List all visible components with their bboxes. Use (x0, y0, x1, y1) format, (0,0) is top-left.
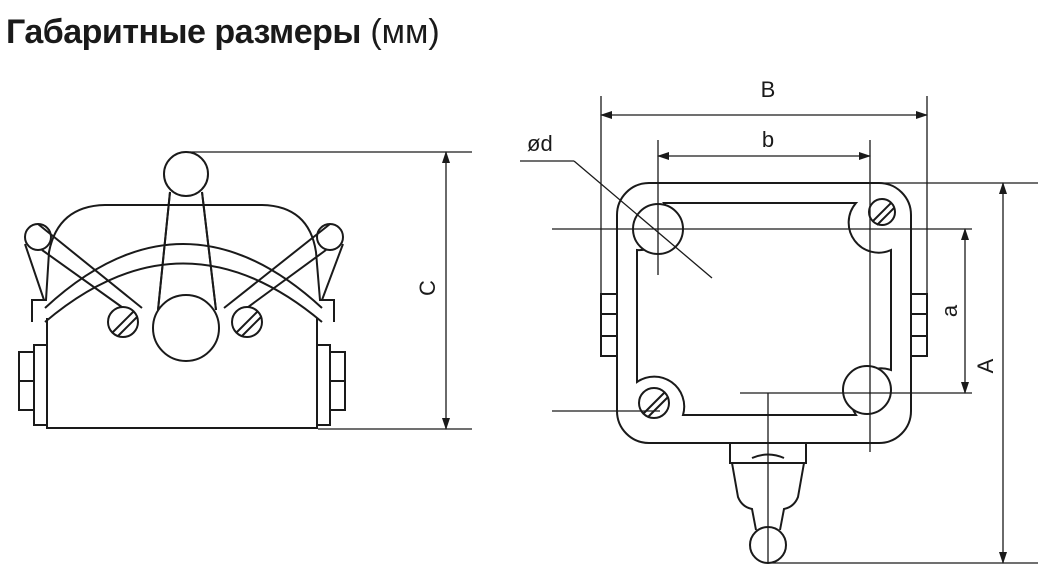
dimension-lines (520, 96, 1038, 564)
top-view (600, 182, 928, 564)
side-screw-left (107, 306, 139, 338)
top-screw-bottom-left (638, 387, 670, 419)
side-lid (31, 204, 335, 322)
top-screw-top-right (868, 198, 896, 226)
top-gland-right (910, 293, 928, 357)
side-view (18, 151, 346, 429)
side-gland-right (316, 344, 331, 426)
label-C: C (415, 280, 440, 296)
label-B: B (761, 77, 776, 102)
top-gland-left (600, 293, 618, 357)
side-screw-right (231, 306, 263, 338)
label-b: b (762, 127, 774, 152)
title-text: Габаритные размеры (6, 13, 361, 51)
side-lever (157, 191, 217, 311)
label-A: A (973, 358, 998, 373)
page-title: Габаритные размеры (мм) (6, 12, 440, 52)
hole-bottom-right (842, 365, 892, 415)
label-d: ød (527, 131, 553, 156)
label-a: a (937, 304, 962, 317)
dimension-C (190, 151, 472, 430)
side-gland-left (33, 344, 48, 426)
title-unit: (мм) (370, 13, 440, 51)
